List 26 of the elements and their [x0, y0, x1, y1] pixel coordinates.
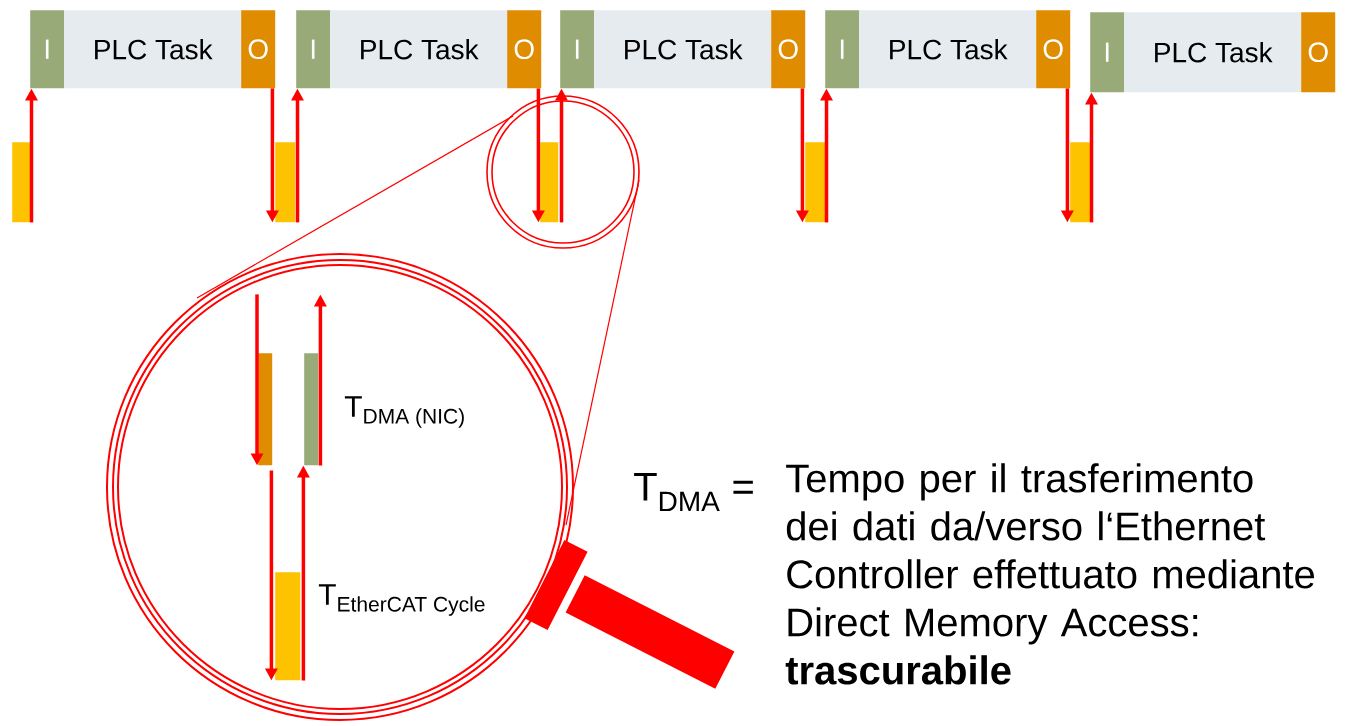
- symbol-label: $\text{T}_{\text{DMA}}\text{ =}$: [634, 472, 753, 512]
- input-box: I: [825, 10, 860, 89]
- output-box: O: [771, 10, 806, 89]
- task-box: PLC Task: [1124, 12, 1302, 93]
- task-box: PLC Task: [859, 10, 1037, 89]
- output-box: O: [1301, 12, 1336, 93]
- cycle-bar: [540, 142, 559, 223]
- output-box: O: [507, 10, 542, 89]
- input-box: I: [560, 10, 595, 89]
- task-box: PLC Task: [64, 10, 242, 89]
- cycle-bar: [805, 142, 826, 223]
- cycle-bar: [1070, 142, 1091, 223]
- input-box: I: [296, 10, 331, 89]
- cycle-bar: [275, 572, 301, 681]
- definition-text: Tempo per il trasferimento dei dati da/verso l‘Ethernet Controller effettuato mediante Direct Memory Access: trascurabile: [785, 463, 1315, 685]
- task-box: PLC Task: [330, 10, 508, 89]
- cycle-bar: [12, 142, 31, 223]
- input-bar: [304, 353, 319, 466]
- output-box: O: [241, 10, 276, 89]
- symbol-label: $\text{T}_{\text{EtherCAT Cycle}}$: [318, 584, 485, 616]
- cycle-bar: [275, 142, 296, 223]
- input-box: I: [1090, 12, 1125, 93]
- symbol-label: $\text{T}_{\text{DMA (NIC)}}$: [344, 396, 464, 428]
- input-box: I: [30, 10, 65, 89]
- output-box: O: [1036, 10, 1071, 89]
- task-box: PLC Task: [594, 10, 772, 89]
